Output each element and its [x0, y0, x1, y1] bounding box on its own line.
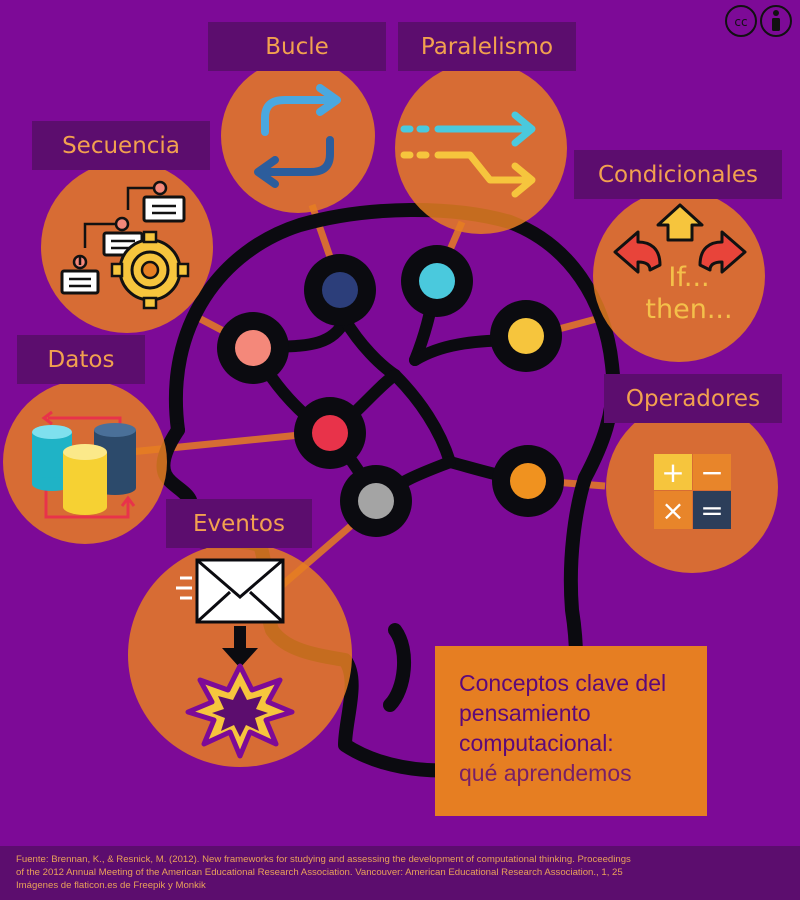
footer-line-3: Imágenes de flaticon.es de Freepik y Mon… [16, 880, 206, 891]
label-condicionales: Condicionales [574, 150, 782, 199]
label-secuencia: Secuencia [32, 121, 210, 170]
minus-symbol: − [700, 456, 723, 489]
node-red-dot [312, 415, 348, 451]
source-footer: Fuente: Brennan, K., & Resnick, M. (2012… [0, 846, 800, 900]
node-yellow-dot [508, 318, 544, 354]
event-icon [176, 558, 295, 759]
title-line-1: Conceptos clave del [459, 670, 667, 696]
plus-key [654, 454, 692, 490]
node-red [294, 397, 366, 469]
node-orange-dot [510, 463, 546, 499]
label-datos-text: Datos [47, 346, 115, 373]
label-eventos: Eventos [166, 499, 312, 548]
node-salmon-dot [235, 330, 271, 366]
conditional-arrows-icon [613, 203, 747, 274]
node-gray [340, 465, 412, 537]
circle-bucle [221, 59, 375, 213]
label-paralelismo: Paralelismo [398, 22, 576, 71]
label-secuencia-text: Secuencia [62, 132, 180, 159]
label-condicionales-text: Condicionales [597, 161, 758, 188]
node-navy-dot [322, 272, 358, 308]
footer-line-1: Fuente: Brennan, K., & Resnick, M. (2012… [16, 854, 631, 865]
envelope-icon [176, 558, 285, 624]
down-arrow-icon [222, 626, 258, 668]
node-cyan [401, 245, 473, 317]
node-yellow [490, 300, 562, 372]
node-orange [492, 445, 564, 517]
footer-line-2: of the 2012 Annual Meeting of the Americ… [16, 867, 623, 878]
if-text: If... [668, 262, 710, 293]
plus-symbol: + [661, 456, 684, 489]
calculator-icon [654, 454, 731, 529]
label-eventos-text: Eventos [193, 510, 285, 537]
label-paralelismo-text: Paralelismo [420, 33, 554, 60]
node-navy [304, 254, 376, 326]
label-operadores-text: Operadores [625, 385, 761, 412]
label-bucle-text: Bucle [265, 33, 329, 60]
label-datos: Datos [17, 335, 145, 384]
head-ear [383, 623, 412, 712]
gear-icon [110, 230, 190, 310]
then-text: then... [645, 294, 733, 325]
label-operadores: Operadores [604, 374, 782, 423]
head-silhouette [168, 203, 621, 737]
burst-icon [185, 663, 295, 759]
title-line-4: qué aprendemos [459, 760, 632, 786]
if-then-text: If... then... [630, 262, 748, 326]
node-gray-dot [358, 483, 394, 519]
equals-key [693, 491, 731, 529]
minus-key [693, 454, 731, 490]
title-line-2: pensamiento [459, 700, 591, 726]
loop-arrows-icon [254, 84, 341, 188]
parallel-arrows-icon [400, 111, 536, 198]
node-salmon [217, 312, 289, 384]
node-cyan-dot [419, 263, 455, 299]
neural-connectors [248, 277, 534, 506]
cc-license-icon[interactable]: cc [725, 5, 757, 37]
cc-text: cc [734, 15, 747, 29]
database-icon [32, 410, 136, 519]
times-symbol: × [661, 494, 684, 527]
title-line-3: computacional: [459, 730, 614, 756]
attribution-icon[interactable] [760, 5, 792, 37]
label-bucle: Bucle [208, 22, 386, 71]
times-key [654, 491, 692, 529]
sequence-flow-icon [60, 180, 190, 310]
circle-paralelismo [395, 62, 567, 234]
equals-symbol: = [700, 494, 723, 527]
title-box: Conceptos clave del pensamiento computac… [435, 646, 707, 816]
